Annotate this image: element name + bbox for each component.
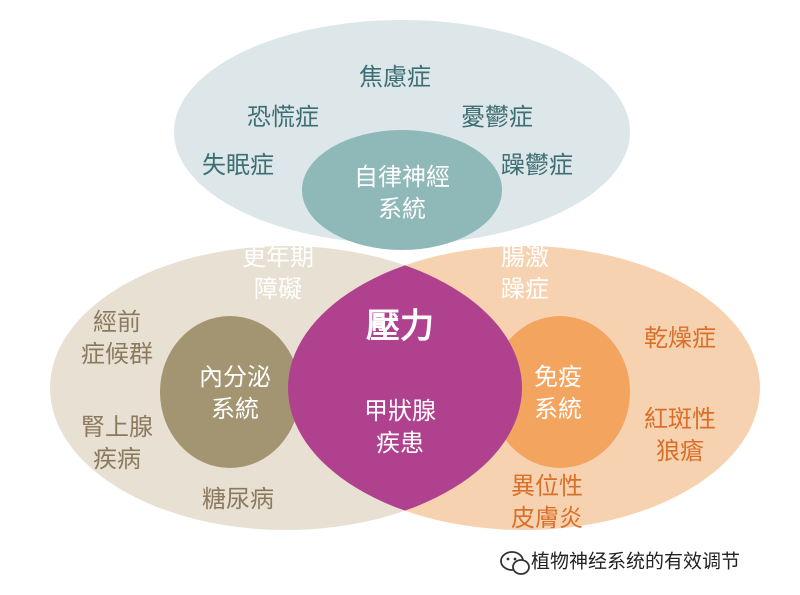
center-label: 壓力 <box>366 307 434 347</box>
lens-bottom-line1: 甲狀腺 <box>364 397 436 425</box>
outer-top-item: 焦慮症 <box>359 63 431 91</box>
inner-circle-left <box>160 316 300 468</box>
inner-left-line1: 內分泌 <box>199 363 271 391</box>
outer-right-item: 皮膚炎 <box>511 504 583 532</box>
inner-circle-right <box>490 316 630 468</box>
lens-left-line1: 更年期 <box>242 243 314 271</box>
inner-top-line1: 自律神經 <box>354 163 450 191</box>
outer-top-item: 躁鬱症 <box>501 151 573 179</box>
lens-left-line2: 障礙 <box>254 275 302 303</box>
outer-top-item: 憂鬱症 <box>461 103 533 131</box>
outer-left-item: 經前 <box>93 308 141 336</box>
inner-left-line2: 系統 <box>211 395 259 423</box>
lens-bottom-line2: 疾患 <box>376 429 424 457</box>
inner-circle-top <box>302 130 502 250</box>
outer-right-item: 狼瘡 <box>656 437 704 465</box>
outer-right-item: 乾燥症 <box>644 324 716 352</box>
inner-right-line2: 系統 <box>534 395 582 423</box>
outer-left-item: 疾病 <box>93 445 141 473</box>
inner-right-line1: 免疫 <box>534 363 582 391</box>
outer-left-item: 症候群 <box>81 340 153 368</box>
lens-left-right <box>288 246 522 530</box>
outer-top-item: 恐慌症 <box>247 103 319 131</box>
outer-left-item: 腎上腺 <box>81 413 153 441</box>
lens-right-line1: 腸激 <box>501 243 549 271</box>
lens-right-line2: 躁症 <box>501 275 549 303</box>
outer-left-item: 糖尿病 <box>202 485 274 513</box>
wechat-icon <box>500 551 530 575</box>
outer-right-item: 異位性 <box>511 472 583 500</box>
watermark-text: 植物神经系统的有效调节 <box>531 551 740 573</box>
outer-right-item: 紅斑性 <box>644 405 716 433</box>
outer-top-item: 失眠症 <box>202 151 274 179</box>
inner-top-line2: 系統 <box>378 195 426 223</box>
